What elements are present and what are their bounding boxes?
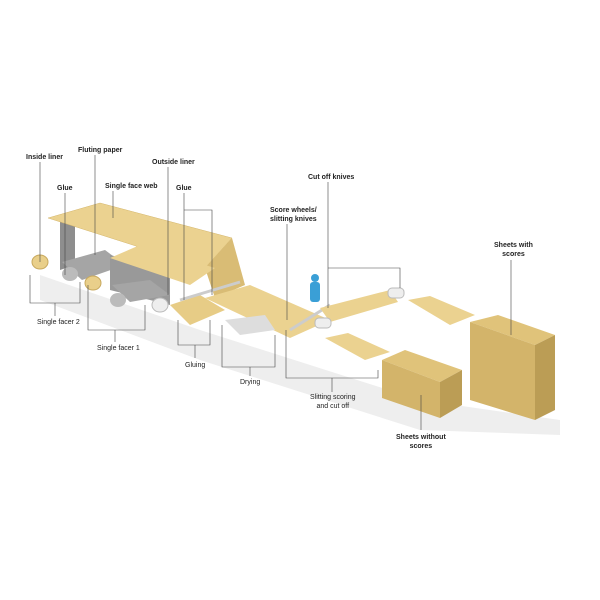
single-facer-1-body: [112, 280, 170, 302]
label-inside-liner: Inside liner: [26, 154, 63, 161]
cut-off-knife-lower: [314, 317, 332, 329]
label-drying: Drying: [240, 379, 261, 386]
leader-lines: [29, 155, 512, 430]
drying-plates: [225, 315, 275, 335]
stack-without-top: [382, 350, 462, 382]
label-cut-off-knives: Cut off knives: [308, 174, 355, 181]
label-score-wheels: Score wheels/slitting knives: [270, 206, 317, 224]
glue-roller: [179, 280, 241, 302]
cut-off-knife-upper: [387, 287, 405, 299]
sheet-with-scores: [408, 296, 475, 325]
label-glue-1: Glue: [57, 185, 73, 192]
floor-shadow: [40, 275, 560, 435]
label-glue-2: Glue: [176, 185, 192, 192]
stack-with-side: [535, 335, 555, 420]
label-score-wheels-line1: Score wheels/: [270, 207, 317, 214]
label-single-facer-2: Single facer 2: [37, 319, 80, 326]
single-face-web-2: [110, 245, 215, 285]
stack-with-front: [470, 322, 535, 420]
sheet-without-scores: [325, 333, 390, 360]
label-single-facer-1: Single facer 1: [97, 345, 140, 352]
label-sheets-without-line2: scores: [409, 443, 433, 450]
label-single-face-web: Single face web: [105, 183, 158, 190]
label-slitting-line2: and cut off: [316, 403, 350, 410]
label-score-wheels-line2: slitting knives: [270, 216, 317, 223]
outside-liner-roll: [151, 297, 169, 313]
label-sheets-with-scores: Sheets with scores: [494, 241, 533, 259]
stack-with-top: [470, 315, 555, 345]
upper-sheet-line: [320, 290, 398, 322]
label-sheets-without-line1: Sheets without: [396, 434, 446, 441]
label-sheets-with-line2: scores: [502, 251, 525, 258]
fluting-roll-1: [110, 293, 126, 307]
label-outside-liner: Outside liner: [152, 159, 195, 166]
single-facer-2-frame: [60, 215, 75, 270]
fluting-roll-2: [62, 267, 78, 281]
label-fluting-paper: Fluting paper: [78, 147, 123, 154]
label-gluing: Gluing: [185, 362, 206, 369]
gluing-section: [170, 295, 225, 325]
label-slitting-scoring: Slitting scoring and cut off: [310, 393, 356, 411]
label-slitting-line1: Slitting scoring: [310, 394, 356, 401]
liner-roll: [84, 275, 102, 291]
operator-body: [310, 282, 320, 302]
operator-head: [311, 274, 319, 282]
stack-without-side: [440, 370, 462, 418]
label-sheets-without-scores: Sheets without scores: [396, 433, 446, 451]
stack-without-front: [382, 360, 440, 418]
label-sheets-with-line1: Sheets with: [494, 242, 533, 249]
